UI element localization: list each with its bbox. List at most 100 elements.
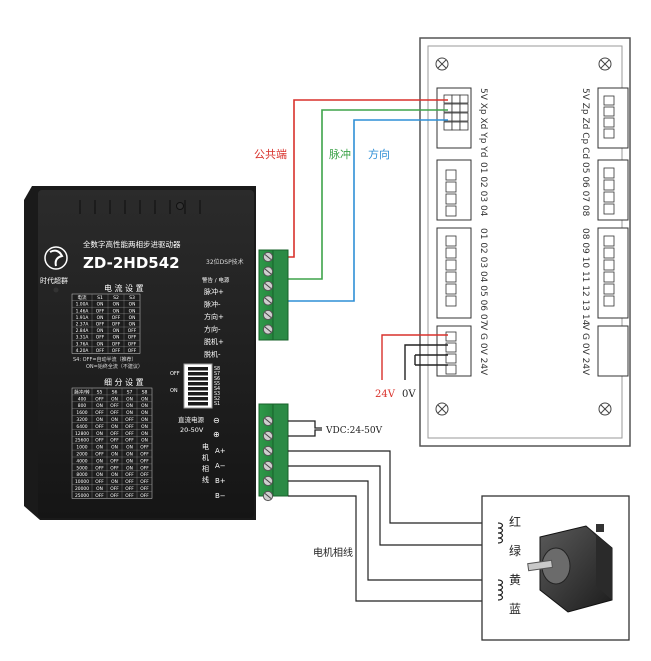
table-cell: 1000 xyxy=(76,445,87,451)
dip-switch[interactable] xyxy=(183,363,213,409)
table-header-cell: S1 xyxy=(97,295,103,301)
coil-b-icon xyxy=(497,579,504,601)
table-cell: ON xyxy=(111,424,118,430)
table-cell: ON xyxy=(96,472,103,478)
stepper-motor-icon xyxy=(527,524,613,613)
direction-label: 方向 xyxy=(368,147,390,161)
signal-wires xyxy=(288,99,448,302)
table-cell: OFF xyxy=(110,486,119,492)
stepper-driver: 时代超群 全数字高性能两相步进驱动器 ZD-2HD542 32位DSP技术 电 … xyxy=(24,186,256,520)
table-cell: ON xyxy=(141,403,148,409)
table-cell: OFF xyxy=(140,458,149,464)
table-cell: OFF xyxy=(96,322,105,328)
table-cell: OFF xyxy=(112,322,121,328)
table-cell: ON xyxy=(111,479,118,485)
vdc-wires xyxy=(288,420,322,437)
table-cell: OFF xyxy=(128,335,137,341)
table-cell: 25000 xyxy=(75,493,89,499)
motor-wire-color-label: 红 xyxy=(509,514,521,529)
screw-hole-icon xyxy=(435,57,612,416)
common-label: 公共端 xyxy=(254,148,287,161)
motor-terminal-label: B− xyxy=(215,492,226,500)
table-cell: ON xyxy=(97,302,104,308)
motor-terminal-label: B+ xyxy=(215,477,226,485)
table-cell: OFF xyxy=(112,348,121,354)
signal-terminal-label: 方向- xyxy=(204,325,221,334)
table-cell: ON xyxy=(96,403,103,409)
motor-label-char: 电 xyxy=(202,442,209,451)
controller-board: 5V Xp Xd Yp Yd 01 02 03 04 01 02 03 04 0… xyxy=(419,37,631,447)
power-label-1: 直流电源 xyxy=(178,415,205,424)
common-wire xyxy=(288,99,448,258)
table-cell: ON xyxy=(96,458,103,464)
table-cell: OFF xyxy=(112,341,121,347)
left-connector-label-2: 01 02 03 04 xyxy=(478,162,488,217)
table-header-cell: S3 xyxy=(129,295,135,301)
power-0v-wire xyxy=(404,344,448,380)
motor-wire-color-label: 蓝 xyxy=(509,602,521,616)
label-24v: 24V xyxy=(375,389,396,400)
signal-terminal-label: 脉冲- xyxy=(204,300,221,309)
table-cell: OFF xyxy=(125,431,134,437)
table-cell: ON xyxy=(113,308,120,314)
dip-label: S8 xyxy=(214,366,220,372)
table-cell: 1600 xyxy=(76,410,87,416)
dsp-note: 32位DSP技术 xyxy=(206,258,244,266)
table-cell: OFF xyxy=(95,438,104,444)
table-cell: ON xyxy=(113,335,120,341)
table-cell: OFF xyxy=(140,479,149,485)
brand-name: 时代超群 xyxy=(40,276,68,285)
motor-label-char: 线 xyxy=(202,475,209,484)
micro-title: 细 分 设 置 xyxy=(104,377,144,387)
dip-label: S3 xyxy=(214,391,220,397)
controller-power-wires xyxy=(381,334,448,380)
brand-logo-icon xyxy=(44,246,68,270)
table-cell: 3.76A xyxy=(76,341,89,347)
s4-note-2: ON=始终全流（不建议） xyxy=(86,363,143,370)
table-cell: OFF xyxy=(96,308,105,314)
motor-wire-color-label: 绿 xyxy=(509,543,521,558)
table-cell: OFF xyxy=(112,315,121,321)
signal-terminal-labels: 脉冲+脉冲-方向+方向-脱机+脱机- xyxy=(204,287,224,359)
table-cell: OFF xyxy=(140,493,149,499)
table-cell: ON xyxy=(96,486,103,492)
table-cell: 3200 xyxy=(76,417,87,423)
table-cell: ON xyxy=(129,315,136,321)
dip-label: S4 xyxy=(214,386,220,392)
label-0v: 0V xyxy=(402,389,416,400)
connector-power-right xyxy=(597,325,629,377)
table-cell: 4000 xyxy=(76,458,87,464)
left-connector-label-1: 5V Xp Xd Yp Yd xyxy=(478,88,488,158)
table-cell: OFF xyxy=(140,445,149,451)
dip-label: S2 xyxy=(214,396,220,402)
table-cell: OFF xyxy=(140,486,149,492)
table-cell: OFF xyxy=(128,328,137,334)
table-cell: 4.20A xyxy=(76,348,89,354)
motor-terminal-label: A+ xyxy=(215,447,226,455)
table-cell: ON xyxy=(126,403,133,409)
table-cell: 400 xyxy=(78,396,87,402)
table-cell: OFF xyxy=(125,479,134,485)
dip-label: S6 xyxy=(214,376,220,382)
table-header-cell: S7 xyxy=(127,389,133,395)
table-cell: ON xyxy=(126,465,133,471)
left-connector-label-3: 01 02 03 04 05 06 07 xyxy=(478,228,488,325)
table-cell: OFF xyxy=(125,486,134,492)
signal-terminal-block xyxy=(258,249,289,341)
table-cell: ON xyxy=(129,322,136,328)
table-cell: ON xyxy=(113,328,120,334)
table-cell: ON xyxy=(97,341,104,347)
table-cell: OFF xyxy=(125,417,134,423)
motor-label-chars: 电机相线 xyxy=(202,442,209,484)
motor-phase-wires xyxy=(288,450,498,602)
s4-note-1: S4: OFF=自动半流（推荐） xyxy=(73,356,137,363)
table-cell: ON xyxy=(113,302,120,308)
motor-wire-color-label: 黄 xyxy=(509,573,521,587)
table-cell: ON xyxy=(111,452,118,458)
motor-lines-label: 电机相线 xyxy=(313,546,353,559)
table-cell: 1.91A xyxy=(76,315,89,321)
table-cell: ON xyxy=(111,396,118,402)
